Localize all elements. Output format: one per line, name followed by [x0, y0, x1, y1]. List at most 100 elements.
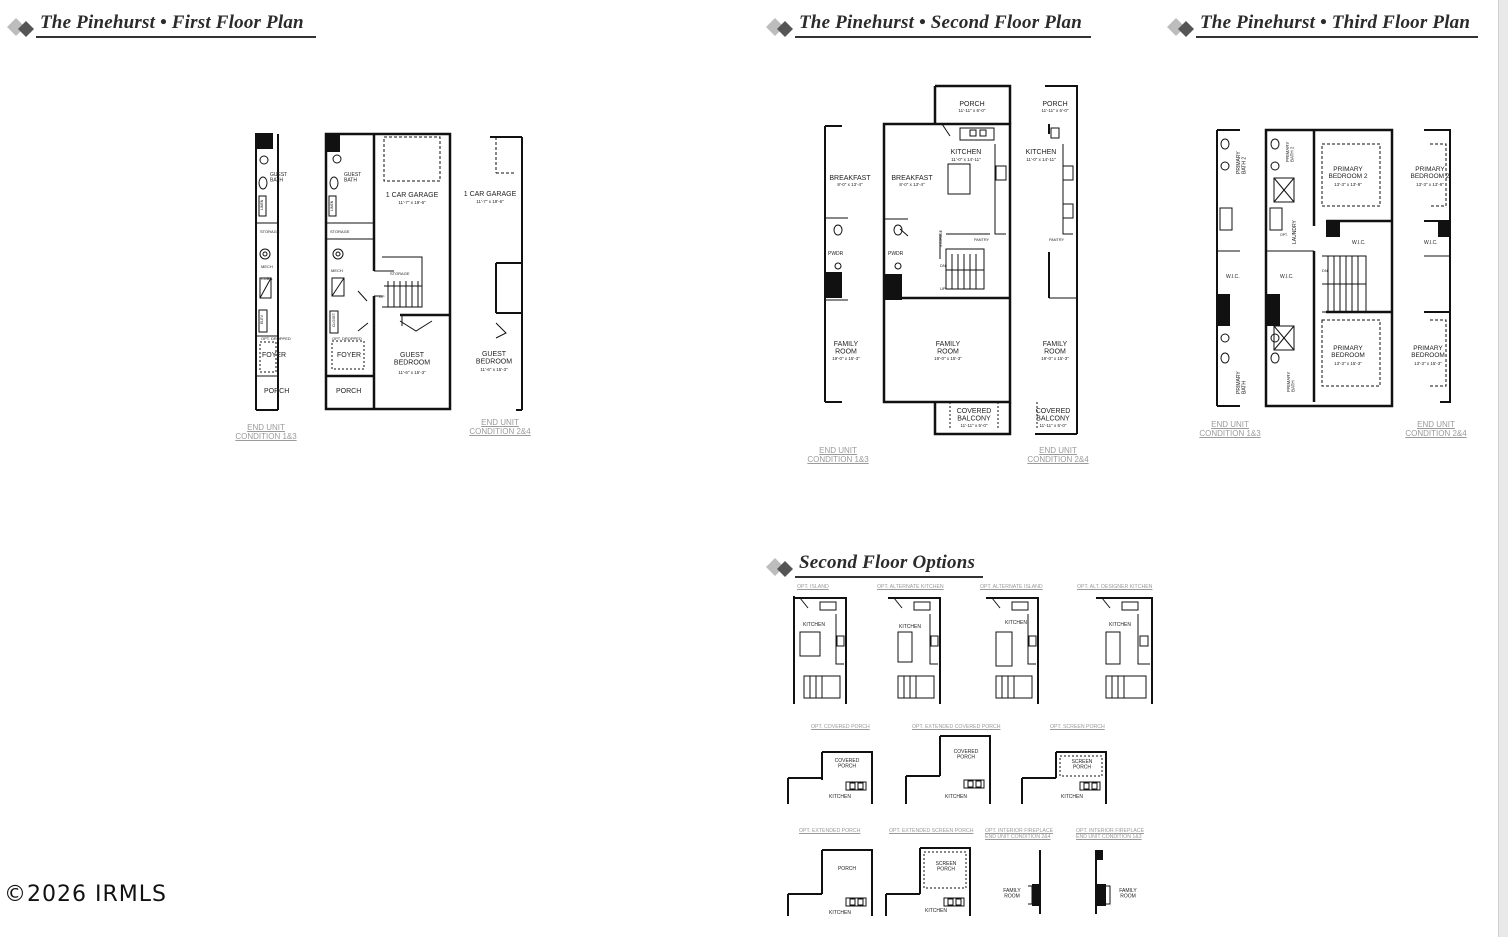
balcony-dim: 11'-11" x 5'-0" — [1039, 423, 1066, 428]
dn-label: DN — [1322, 268, 1328, 273]
room-label: PRIMARY — [1415, 166, 1445, 173]
breakfast-dim: 8'-0" x 13'-4" — [837, 182, 863, 187]
room-label-line: BEDROOM 2 — [1410, 173, 1449, 180]
family-room-dim: 19'-0" x 15'-3" — [832, 356, 860, 361]
room-label-line: ROOM — [1004, 893, 1020, 899]
label-line: BATH 2 — [1290, 146, 1295, 162]
condition-text: END UNIT CONDITION 1&3 — [1199, 420, 1261, 438]
kitchen-label: KITCHEN — [803, 622, 825, 628]
condition-label: END UNIT CONDITION 1&3 — [226, 423, 306, 441]
pwdr-label: PWDR — [888, 251, 904, 257]
wic-label: W.I.C. — [1280, 274, 1294, 280]
label-line: GUEST — [344, 172, 361, 178]
option-label: OPT. EXTENDED SCREEN PORCH — [889, 828, 974, 834]
porch-dim: 11'-11" x 6'-0" — [958, 108, 985, 113]
room-label: COVERED — [835, 758, 860, 764]
dn-label: DN — [940, 263, 946, 268]
porch-label: PORCH — [1042, 101, 1067, 108]
storage-label: STORAGE — [939, 229, 943, 247]
option-label: OPT. ISLAND — [797, 584, 829, 590]
room-label-line: PORCH — [1073, 764, 1091, 770]
cubb-label: CUBB. — [261, 276, 273, 281]
heading-third-floor: The Pinehurst • Third Floor Plan — [1166, 12, 1486, 42]
label-line: BATH 2 — [1241, 157, 1247, 174]
option-island-kitchen: KITCHEN — [793, 596, 847, 704]
room-label: FAMILY — [1003, 888, 1021, 894]
heading-underline — [36, 36, 316, 38]
heading-title: The Pinehurst • First Floor Plan — [40, 12, 304, 33]
option-label: OPT. ALTERNATE KITCHEN — [877, 584, 944, 590]
option-alt-designer-kitchen: KITCHEN — [1096, 597, 1153, 704]
option-extended-porch: PORCH KITCHEN — [787, 849, 873, 916]
room-label-line: ROOM — [1120, 893, 1136, 899]
third-floor-plan-end-unit-1-3: PRIMARYBATH 2 W.I.C. PRIMARYBATH — [1216, 129, 1247, 407]
wic-label: W.I.C. — [1226, 274, 1240, 280]
option-label: OPT. COVERED PORCH — [811, 724, 870, 730]
kitchen-label: KITCHEN — [899, 624, 921, 630]
label-line: PRIMARY — [1285, 142, 1290, 162]
option-label: OPT. EXTENDED COVERED PORCH — [912, 724, 1001, 730]
heading-underline — [795, 36, 1091, 38]
room-label: FAMILY — [936, 341, 961, 348]
balcony-dim: 11'-11" x 5'-0" — [960, 423, 987, 428]
kitchen-label: KITCHEN — [1061, 794, 1083, 800]
room-label: COVERED — [1036, 408, 1071, 415]
room-label-line: PORCH — [957, 754, 975, 760]
room-label: GUEST — [400, 352, 425, 359]
up-label: UP — [940, 286, 946, 291]
room-label-line: BATH — [270, 177, 283, 183]
room-label-line: BEDROOM — [476, 358, 512, 365]
guest-bedroom-dim: 11'-6" x 15'-3" — [398, 370, 426, 375]
condition-text: END UNIT CONDITION 2&4 — [1027, 446, 1089, 464]
opt-dropped-label: OPT. DROPPED — [332, 336, 362, 341]
room-label: GUEST — [270, 172, 287, 178]
pantry-label: PANTRY — [974, 238, 990, 242]
room-label: COVERED — [957, 408, 992, 415]
mech-label: MECH — [261, 264, 273, 269]
garage-label: 1 CAR GARAGE — [464, 191, 517, 198]
room-label-line: ROOM — [835, 348, 857, 355]
second-floor-plan-interior: PORCH 11'-11" x 6'-0" KITCHEN 11'-0" x 1… — [882, 84, 1012, 436]
heading-title: Second Floor Options — [799, 552, 976, 573]
room-label: PRIMARY — [1333, 166, 1363, 173]
kitchen-label: KITCHEN — [829, 794, 851, 800]
foyer-label: FOYER — [262, 352, 286, 359]
condition-text: END UNIT CONDITION 2&4 — [469, 418, 531, 436]
option-label: OPT. ALT. DESIGNER KITCHEN — [1077, 584, 1153, 590]
primary-bedroom2-dim: 13'-3" x 13'-9" — [1334, 182, 1362, 187]
option-alternate-kitchen: KITCHEN — [888, 597, 941, 704]
room-label-line: BEDROOM — [394, 359, 430, 366]
primary-bedroom-dim: 13'-3" x 15'-3" — [1334, 361, 1362, 366]
breakfast-label: BREAKFAST — [829, 175, 871, 182]
room-label: SCREEN — [1072, 759, 1093, 765]
primary-bedroom-dim: 13'-3" x 15'-3" — [1414, 361, 1442, 366]
room-label-line: BALCONY — [1036, 415, 1070, 422]
garage-dim: 11'-7" x 19'-6" — [476, 199, 504, 204]
linen-label: LINEN — [260, 199, 264, 210]
heading-first-floor: The Pinehurst • First Floor Plan — [6, 12, 326, 42]
kitchen-label: KITCHEN — [925, 908, 947, 914]
room-label: PRIMARY — [1413, 345, 1443, 352]
porch-label: PORCH — [264, 388, 289, 395]
diamond-ornament-icon — [1167, 18, 1194, 37]
room-label: SCREEN — [936, 861, 957, 867]
condition-label: END UNIT CONDITION 2&4 — [460, 418, 540, 436]
kitchen-dim: 11'-0" x 14'-11" — [951, 157, 981, 162]
